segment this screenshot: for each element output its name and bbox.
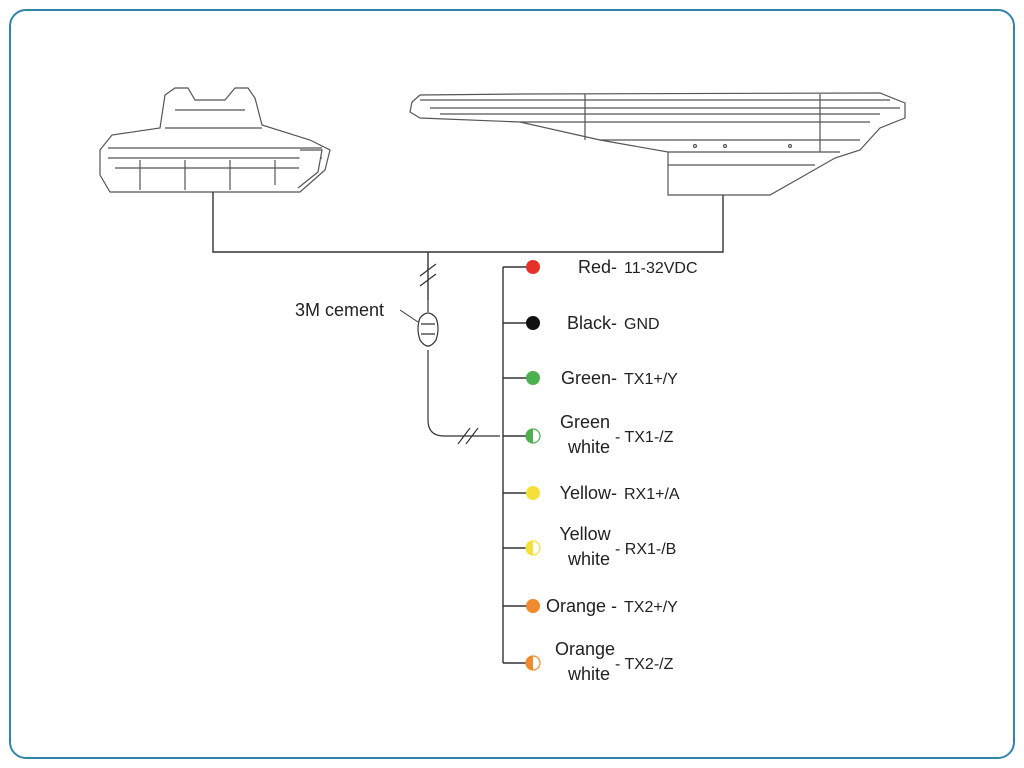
antenna-housing-icon [99, 87, 331, 193]
cement-label: 3M cement [295, 300, 384, 320]
wire-row: Yellow white - RX1-/B [503, 524, 676, 569]
wire-signal-label: GND [624, 316, 660, 333]
wire-dot-half-icon [526, 541, 533, 555]
wire-color-label-2: white [567, 549, 610, 569]
wire-color-label: Orange [555, 639, 615, 659]
wire-dot-icon [526, 316, 540, 330]
wire-signal-label: 11-32VDC [624, 260, 698, 277]
diagram-border [9, 9, 1015, 759]
wire-row: Red- 11-32VDC [503, 257, 698, 277]
cable-break-mark [419, 263, 437, 287]
wire-color-label: Orange - [546, 596, 617, 616]
wire-color-label-2: white [567, 664, 610, 684]
wire-dot-half-icon [526, 656, 533, 670]
wire-color-label: Green [560, 412, 610, 432]
wire-color-label: Red- [578, 257, 617, 277]
wire-row: Orange - TX2+/Y [503, 596, 678, 616]
bundle-break-mark [457, 427, 479, 445]
wire-row: Yellow- RX1+/A [503, 483, 680, 503]
wire-row: Green- TX1+/Y [503, 368, 678, 388]
wire-signal-label: - TX1-/Z [615, 429, 674, 446]
wire-signal-label: - TX2-/Z [615, 656, 674, 673]
wire-signal-label: TX2+/Y [624, 599, 678, 616]
wire-color-label: Yellow [559, 524, 611, 544]
cement-splice [417, 300, 500, 437]
device-cables [212, 192, 724, 300]
wire-dot-icon [526, 371, 540, 385]
sensor-body-icon [409, 92, 906, 196]
wire-color-label: Green- [561, 368, 617, 388]
wire-color-label: Black- [567, 313, 617, 333]
wire-signal-label: TX1+/Y [624, 371, 678, 388]
cement-leader-line [399, 309, 419, 323]
wire-signal-label: RX1+/A [624, 486, 680, 503]
wire-color-label: Yellow- [560, 483, 617, 503]
wire-dot-icon [526, 486, 540, 500]
wire-row: Orange white - TX2-/Z [503, 639, 674, 684]
wire-dot-icon [526, 260, 540, 274]
wire-row: Black- GND [503, 313, 660, 333]
wire-signal-label: - RX1-/B [615, 541, 676, 558]
wire-dot-half-icon [526, 429, 533, 443]
wire-dot-icon [526, 599, 540, 613]
wire-color-label-2: white [567, 437, 610, 457]
wire-list: Red- 11-32VDC Black- GND Green- TX1+/Y Green wh… [503, 257, 698, 684]
wire-row: Green white - TX1-/Z [503, 412, 674, 457]
